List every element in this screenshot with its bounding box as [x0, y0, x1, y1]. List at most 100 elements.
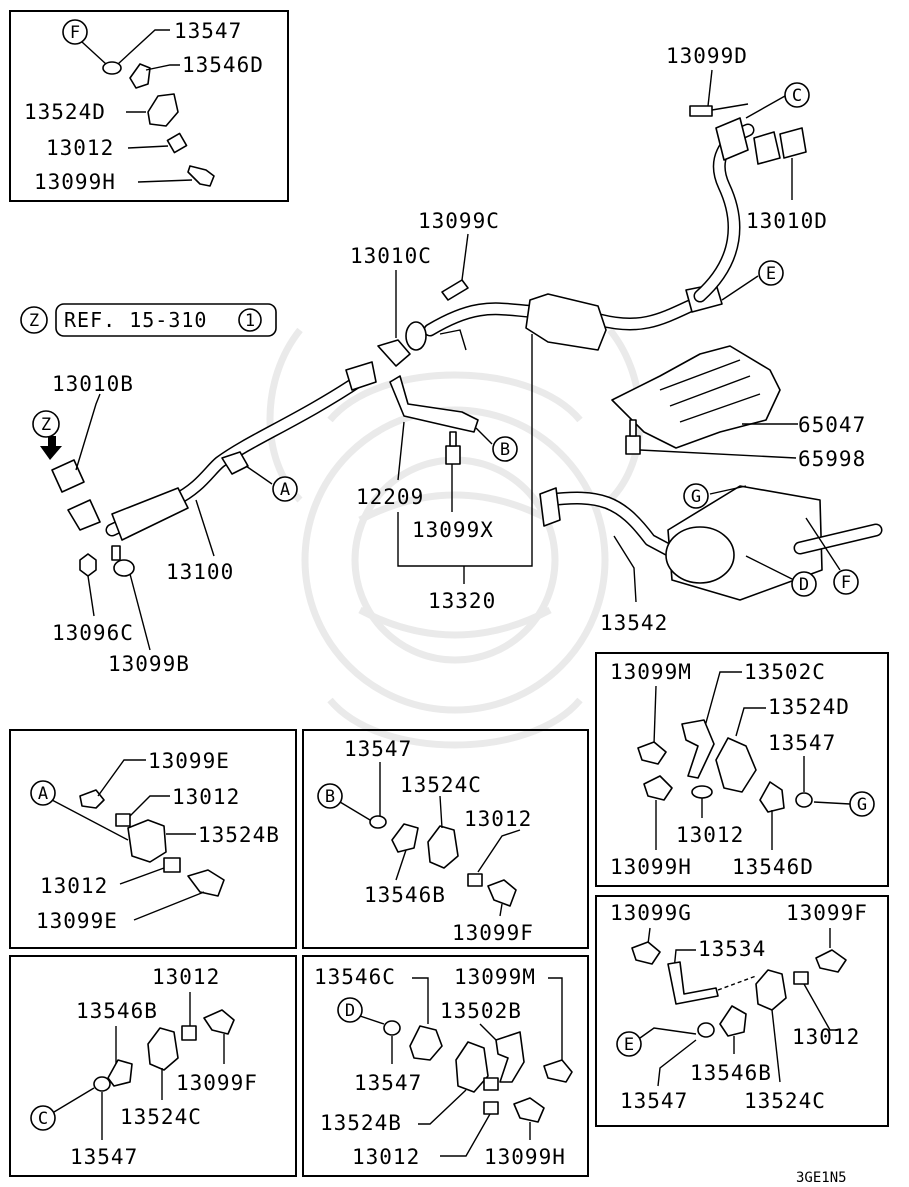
rubber-hanger-13524c-e-shape: [755, 969, 787, 1011]
bolt-13099e-upper-shape: [79, 789, 105, 809]
front-flange-shape: [67, 499, 101, 531]
bolt-13099d-shape: [689, 105, 713, 117]
part-13524c: 13524C: [400, 773, 482, 797]
diagram-code: 3GE1N5: [796, 1170, 847, 1186]
part-13502c: 13502C: [744, 660, 826, 684]
part-13524d: 13524D: [768, 695, 850, 719]
part-13099c: 13099C: [418, 209, 500, 233]
part-13547: 13547: [768, 731, 836, 755]
detail-box-a: A 13099E 13012 13524B 13012 13099E: [9, 729, 297, 949]
collar-13012-e-shape: [793, 971, 809, 985]
collar-shape: [166, 132, 188, 154]
catalytic-converter-shape: [111, 487, 189, 541]
part-13012: 13012: [676, 823, 744, 847]
callout-z-letter: Z: [29, 311, 39, 331]
part-13547: 13547: [70, 1145, 138, 1169]
bolt-13099g-shape: [631, 941, 661, 965]
callout-g-detail-letter: G: [857, 795, 867, 815]
hanger-13546b-shape: [391, 823, 419, 853]
rubber-hanger-13524c-shape: [427, 825, 459, 869]
bolt-65998-shape: [625, 435, 641, 455]
part-13099m: 13099M: [454, 965, 536, 989]
part-12209: 12209: [356, 485, 424, 509]
callout-g-detail-circle: [849, 791, 875, 817]
reference-box: [55, 303, 277, 337]
bolt-13099c-shape: [441, 279, 469, 301]
callout-d-detail-circle: [337, 997, 363, 1023]
hanger-bracket-shape: [129, 63, 151, 89]
part-13546d: 13546D: [732, 855, 814, 879]
detail-box-d: 13546C 13099M 13502B D 13547 13524B 1301…: [302, 955, 589, 1177]
callout-a-circle: [272, 476, 298, 502]
detail-box-g: 13099M 13502C 13524D 13547 G 13012 13099…: [595, 652, 889, 887]
part-13100: 13100: [166, 560, 234, 584]
callout-b-circle: [492, 436, 518, 462]
part-65047: 65047: [798, 413, 866, 437]
callout-g-circle: [683, 483, 709, 509]
part-13010d: 13010D: [746, 209, 828, 233]
part-13099e-lower: 13099E: [36, 909, 118, 933]
part-13547: 13547: [344, 737, 412, 761]
bolt-13099f-e-shape: [815, 949, 847, 973]
hanger-13546b-e-shape: [719, 1005, 747, 1037]
callout-d-letter: D: [799, 575, 809, 595]
bolt-65998-stud: [629, 419, 637, 437]
washer-shape: [102, 61, 122, 75]
detail-box-d-frame: [302, 955, 589, 1177]
collar-13012-g-shape: [691, 785, 713, 799]
part-13099f: 13099F: [452, 921, 534, 945]
bolt-13099m-shape: [637, 741, 667, 765]
hanger-13546b-c-shape: [107, 1059, 133, 1087]
hanger-13546c-shape: [409, 1025, 443, 1061]
part-13010c: 13010C: [350, 244, 432, 268]
bracket-12209-shape: [389, 375, 479, 433]
callout-d-detail-letter: D: [345, 1001, 355, 1021]
detail-box-a-frame: [9, 729, 297, 949]
washer-13547-e-shape: [697, 1022, 715, 1038]
callout-a-detail-letter: A: [38, 784, 48, 804]
part-13546c: 13546C: [314, 965, 396, 989]
part-13012-upper: 13012: [172, 785, 240, 809]
detail-box-e: 13099G 13099F 13534 13012 13524C 13546B …: [595, 895, 889, 1127]
part-13524c: 13524C: [744, 1089, 826, 1113]
washer-13547-d-shape: [383, 1020, 401, 1036]
nut-13096c-shape: [79, 553, 97, 577]
part-13524b: 13524B: [198, 823, 280, 847]
front-pipe-13100: [67, 361, 377, 541]
callout-e-circle: [758, 260, 784, 286]
rear-flange-shape: [345, 361, 377, 391]
part-13547: 13547: [354, 1071, 422, 1095]
bracket-13534-shape: [667, 961, 719, 1005]
callout-d-circle: [791, 571, 817, 597]
reference-number: 1: [245, 311, 255, 331]
part-13099f: 13099F: [176, 1071, 258, 1095]
bolt-13099e-lower-shape: [187, 869, 225, 897]
collar-13012-c-shape: [181, 1025, 197, 1041]
muffler-inlet-flange-shape: [539, 487, 561, 527]
bolt-shape: [187, 165, 215, 187]
part-13012: 13012: [464, 807, 532, 831]
callout-f-letter: F: [70, 23, 80, 43]
upper-pipe: [693, 117, 807, 303]
part-13096c: 13096C: [52, 621, 134, 645]
collar-13012-shape: [467, 873, 483, 887]
part-13012: 13012: [792, 1025, 860, 1049]
washer-13547-g-shape: [795, 792, 813, 808]
part-13546b: 13546B: [690, 1061, 772, 1085]
part-13534: 13534: [698, 937, 766, 961]
rubber-hanger-shape: [147, 93, 179, 127]
bolt-13099x-stud: [449, 431, 457, 447]
part-13012-lower: 13012: [40, 874, 108, 898]
bracket-13502b-shape: [495, 1031, 525, 1083]
callout-c-detail-letter: C: [38, 1109, 48, 1129]
gasket-13010b-shape: [51, 459, 85, 493]
callout-c-circle: [784, 82, 810, 108]
part-13099h: 13099H: [610, 855, 692, 879]
gasket-13010c-shape: [377, 339, 411, 367]
collar-13012-lower-shape: [163, 857, 181, 873]
heat-shield-65047-shape: [611, 345, 781, 449]
hanger-13546d-shape: [759, 781, 785, 813]
part-13546d: 13546D: [182, 53, 264, 77]
part-13547: 13547: [620, 1089, 688, 1113]
center-pipe-13320: [405, 283, 723, 351]
